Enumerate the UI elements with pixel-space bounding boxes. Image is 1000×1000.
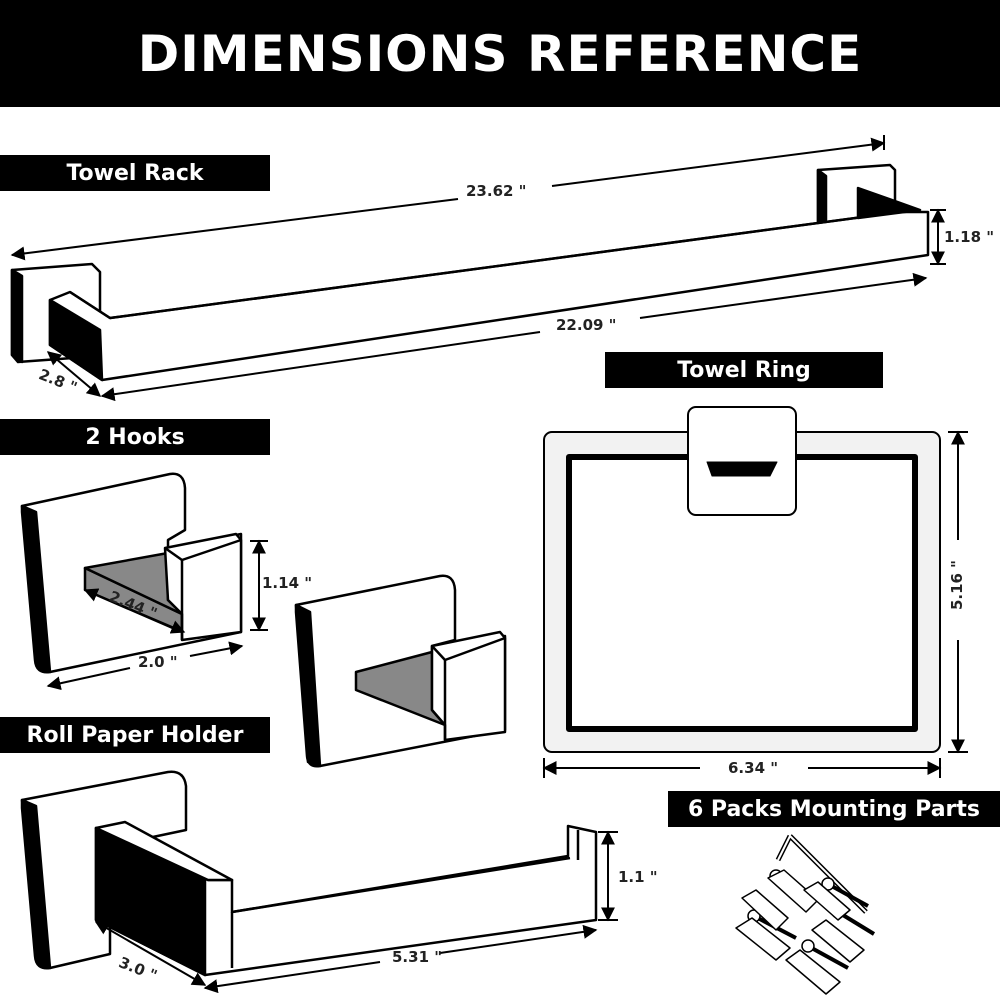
towel-rack-label: Towel Rack (0, 155, 270, 191)
roll-holder-dimension-lines (94, 830, 618, 994)
rack-length-dimension: 23.62 " (466, 182, 527, 200)
roll-paper-holder-label: Roll Paper Holder (0, 717, 270, 753)
hook-1-dimension-lines (46, 539, 268, 691)
screw-icon (801, 939, 849, 970)
rack-bar-top-edge (69, 210, 901, 320)
mounting-parts-drawing (735, 834, 876, 995)
mounting-parts-label: 6 Packs Mounting Parts (668, 791, 1000, 827)
rack-left-mount-side (10, 268, 24, 364)
ring-mount-slot (706, 461, 778, 477)
towel-ring-label: Towel Ring (605, 352, 883, 388)
wall-anchor-icon (803, 881, 851, 921)
hook-height-dimension: 1.14 " (262, 574, 313, 592)
page-title: DIMENSIONS REFERENCE (137, 24, 863, 83)
hook-2-plate-side (294, 603, 322, 768)
holder-arm-top (94, 820, 234, 882)
rack-height-dimension: 1.18 " (944, 228, 995, 246)
rack-bar-dimension: 22.09 " (556, 316, 617, 334)
ring-mount-plate (687, 406, 797, 516)
hook-1-drawing (20, 472, 243, 674)
hook-2-tip (430, 630, 507, 742)
roll-holder-drawing (20, 770, 598, 977)
hook-width-dimension: 2.0 " (138, 653, 178, 671)
wall-anchor-icon (741, 889, 789, 931)
holder-length-dimension: 5.31 " (392, 948, 443, 966)
towel-ring-dimension-lines (542, 430, 968, 778)
holder-plate-side (20, 798, 52, 970)
hook-1-plate-side (20, 504, 52, 674)
towel-ring-drawing (543, 406, 941, 753)
ring-height-dimension: 5.16 " (948, 560, 966, 611)
rack-right-mount-side (816, 168, 828, 226)
title-banner: DIMENSIONS REFERENCE (0, 0, 1000, 107)
hook-2-drawing (294, 574, 507, 768)
wall-anchor-icon (785, 949, 841, 995)
holder-height-dimension: 1.1 " (618, 868, 658, 886)
hooks-label: 2 Hooks (0, 419, 270, 455)
ring-width-dimension: 6.34 " (728, 759, 779, 777)
wall-anchor-icon (735, 917, 791, 961)
wall-anchor-icon (811, 919, 865, 963)
towel-rack-dimension-lines (10, 135, 946, 402)
